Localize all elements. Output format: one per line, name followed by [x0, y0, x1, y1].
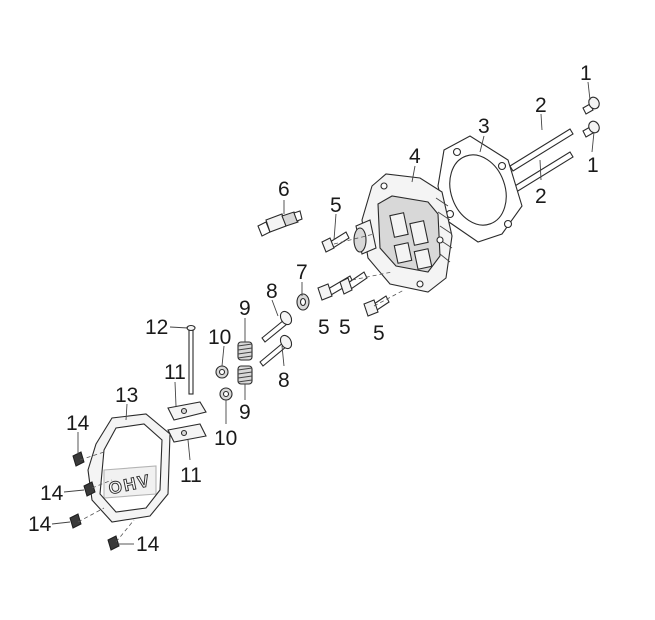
callout-12: 12 — [145, 316, 168, 339]
callout-8-lower: 8 — [278, 369, 290, 392]
part-9-spring-lower — [237, 365, 253, 385]
callout-1-lower: 1 — [587, 154, 599, 177]
callout-6: 6 — [278, 178, 290, 201]
callout-9-upper: 9 — [239, 297, 251, 320]
part-14-cover-bolt-b — [83, 481, 96, 497]
part-4-cylinder-head — [353, 173, 453, 293]
part-10-retainer-upper — [215, 365, 229, 379]
part-11-rocker-arm-upper — [167, 401, 207, 421]
callout-14-a: 14 — [66, 412, 90, 435]
callout-2-lower: 2 — [535, 185, 547, 208]
part-9-spring-upper — [237, 341, 253, 361]
callout-14-c: 14 — [28, 513, 52, 536]
part-7-valve-seal — [296, 293, 310, 311]
callout-7: 7 — [296, 261, 308, 284]
part-5-bolt-c — [339, 271, 368, 295]
part-14-cover-bolt-c — [69, 513, 82, 529]
leader-lines — [51, 81, 595, 545]
part-12-push-rod — [186, 324, 196, 395]
callout-5-a: 5 — [330, 194, 342, 217]
callout-5-c: 5 — [339, 316, 351, 339]
callout-11-lower: 11 — [180, 464, 202, 487]
callout-10-upper: 10 — [208, 326, 231, 349]
callout-10-lower: 10 — [214, 427, 237, 450]
callout-11-upper: 11 — [164, 361, 186, 384]
callout-13: 13 — [115, 384, 138, 407]
callout-8-upper: 8 — [266, 280, 278, 303]
part-14-cover-bolt-d — [107, 535, 120, 551]
part-8-valve-lower — [259, 334, 293, 367]
callout-2-upper: 2 — [535, 94, 547, 117]
part-1-screw-upper — [582, 96, 600, 115]
callout-14-d: 14 — [136, 533, 160, 556]
part-6-spark-plug — [257, 210, 303, 237]
part-11-rocker-arm-lower — [167, 423, 207, 443]
part-2-stud-upper — [509, 128, 574, 172]
callouts: 1 1 2 2 3 4 5 5 5 5 6 7 8 8 9 9 10 10 11… — [28, 62, 599, 556]
part-13-valve-cover: OHV — [87, 413, 171, 523]
part-8-valve-upper — [261, 310, 293, 343]
part-1-screw-lower — [582, 120, 600, 138]
callout-9-lower: 9 — [239, 401, 251, 424]
callout-1-upper: 1 — [580, 62, 592, 85]
part-5-bolt-a — [321, 231, 350, 253]
part-3-head-gasket — [437, 135, 523, 243]
assembly-lines — [77, 233, 405, 543]
callout-14-b: 14 — [40, 482, 64, 505]
part-10-retainer-lower — [219, 387, 233, 401]
callout-5-d: 5 — [373, 322, 385, 345]
callout-5-b: 5 — [318, 316, 330, 339]
callout-4: 4 — [409, 145, 421, 168]
part-5-bolt-d — [363, 295, 390, 317]
callout-3: 3 — [478, 115, 490, 138]
